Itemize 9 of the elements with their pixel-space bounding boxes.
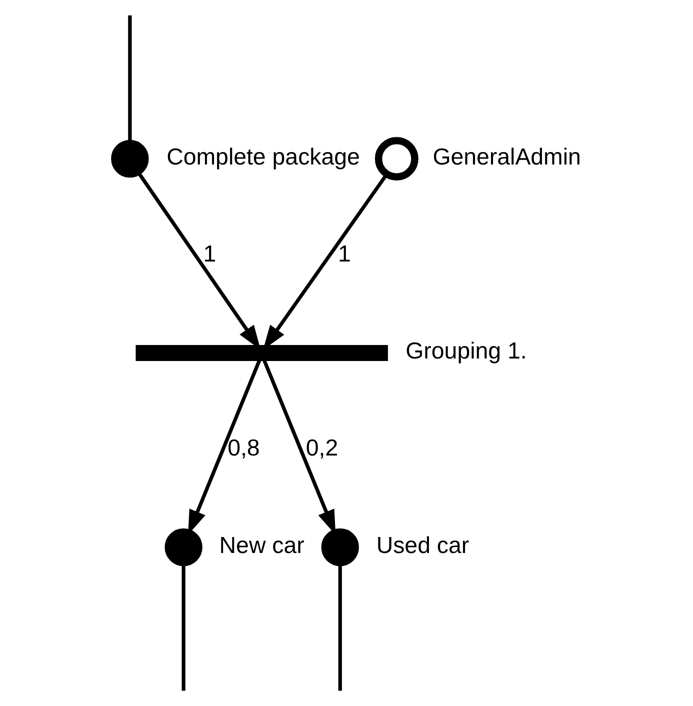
node-label: New car [218, 532, 304, 558]
edge-label: 0,2 [305, 434, 338, 461]
node-label: Grouping 1. [405, 338, 526, 364]
node-label: Used car [376, 532, 469, 558]
node-label: Complete package [166, 143, 360, 170]
edge-label: 1 [202, 240, 216, 266]
node-label: GeneralAdmin [432, 143, 580, 170]
edge-label: 1 [338, 240, 350, 266]
edge-label: 0,8 [227, 434, 260, 461]
